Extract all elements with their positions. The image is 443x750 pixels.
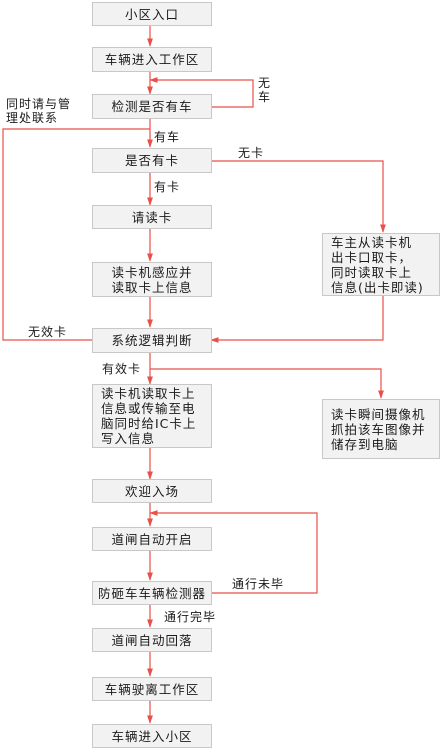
label-no-card: 无卡: [238, 146, 265, 160]
label-passed: 通行完毕: [164, 610, 217, 624]
node-camera-capture: 读卡瞬间摄像机 抓拍该车图像并 储存到电脑: [322, 399, 440, 459]
node-owner-take-ticket: 车主从读卡机 出卡口取卡， 同时读取卡上 信息(出卡即读): [322, 233, 440, 296]
node-has-card: 是否有卡: [92, 148, 212, 173]
node-reader-sense: 读卡机感应并 读取卡上信息: [92, 262, 212, 297]
path-valid-card: [150, 368, 384, 399]
label-invalid-card: 无效卡: [28, 325, 68, 339]
label-contact-admin: 同时请与管 理处联系: [6, 97, 72, 125]
label-has-car: 有车: [154, 130, 181, 144]
path-no-card: [211, 160, 386, 233]
loop-no-car: [149, 77, 254, 108]
node-vehicle-enter-work-area: 车辆进入工作区: [92, 47, 212, 72]
node-gate-close: 道闸自动回落: [92, 628, 212, 652]
node-welcome: 欢迎入场: [92, 479, 212, 503]
node-reader-write-card: 读卡机读取卡上 信息或传输至电 脑同时给IC卡上 写入信息: [92, 384, 212, 448]
node-vehicle-enter-community: 车辆进入小区: [92, 724, 212, 748]
label-not-passed: 通行未毕: [232, 577, 285, 591]
label-valid-card: 有效卡: [102, 362, 142, 376]
loop-not-passed: [149, 510, 318, 594]
node-gate-open: 道闸自动开启: [92, 527, 212, 551]
label-has-card: 有卡: [154, 180, 181, 194]
node-community-entrance: 小区入口: [92, 2, 212, 26]
label-no-car: 无 车: [258, 76, 272, 104]
path-invalid-card: [2, 128, 150, 341]
node-vehicle-leave-work-area: 车辆驶离工作区: [92, 677, 212, 701]
node-system-logic: 系统逻辑判断: [92, 328, 212, 353]
node-please-read-card: 请读卡: [92, 205, 212, 229]
node-detect-vehicle: 检测是否有车: [92, 94, 212, 119]
path-ticket-to-logic: [210, 296, 384, 343]
node-anti-smash-detector: 防砸车车辆检测器: [92, 581, 212, 605]
